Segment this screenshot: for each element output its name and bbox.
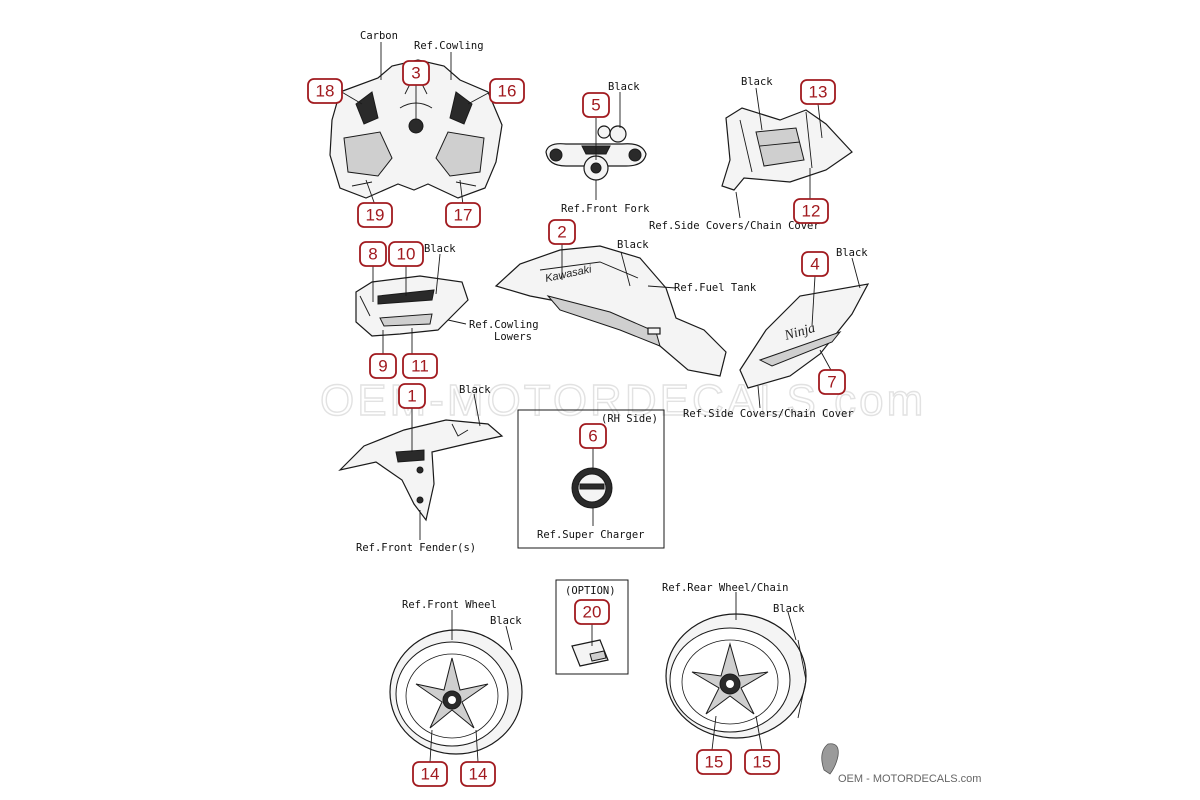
callout-badge-12: 12 [793,198,829,224]
label-ref-super-charger: Ref.Super Charger [537,529,644,541]
label-black-tank: Black [617,239,649,251]
svg-text:11: 11 [411,357,429,376]
bird-logo-icon [821,743,839,775]
callout-badge-15b: 15 [744,749,780,775]
svg-text:13: 13 [809,83,828,102]
svg-text:14: 14 [469,765,488,784]
svg-text:18: 18 [316,82,335,101]
callout-badge-8: 8 [359,241,387,267]
side-cover-part: Ninja [739,283,870,389]
label-carbon: Carbon [360,30,398,42]
svg-text:16: 16 [498,82,517,101]
svg-text:1: 1 [407,387,416,406]
rear-wheel-part [665,613,807,739]
callout-badge-2: 2 [548,219,576,245]
svg-text:3: 3 [411,64,420,83]
callout-badge-19: 19 [357,202,393,228]
callout-badge-16: 16 [489,78,525,104]
svg-text:5: 5 [591,96,600,115]
label-ref-side-covers-bottom: Ref.Side Covers/Chain Cover [683,408,854,420]
svg-text:15: 15 [705,753,724,772]
callout-badge-10: 10 [388,241,424,267]
svg-text:8: 8 [368,245,377,264]
option-frame [555,579,629,675]
callout-badge-6: 6 [579,423,607,449]
callout-badge-5: 5 [582,92,610,118]
svg-text:2: 2 [557,223,566,242]
label-ref-cowling: Ref.Cowling [414,40,484,52]
svg-text:15: 15 [753,753,772,772]
svg-text:14: 14 [421,765,440,784]
callout-badge-18: 18 [307,78,343,104]
callout-badge-9: 9 [369,353,397,379]
callout-badge-7: 7 [818,369,846,395]
svg-text:9: 9 [378,357,387,376]
callout-badge-1: 1 [398,383,426,409]
callout-badge-15a: 15 [696,749,732,775]
callout-badge-11: 11 [402,353,438,379]
svg-text:4: 4 [810,255,819,274]
footer-logo: OEM - MOTORDECALS.com [821,743,981,785]
label-black-tail: Black [741,76,773,88]
callout-badge-13: 13 [800,79,836,105]
option-decal-part [571,639,609,667]
svg-text:10: 10 [397,245,416,264]
label-black-side: Black [836,247,868,259]
front-fender-part [338,419,504,522]
svg-text:6: 6 [588,427,597,446]
label-option: (OPTION) [565,585,616,597]
label-black-lower: Black [424,243,456,255]
label-black-fork: Black [608,81,640,93]
svg-text:12: 12 [802,202,821,221]
callout-badge-3: 3 [402,60,430,86]
super-charger-frame [517,409,665,549]
lower-cowling-part [355,275,469,337]
svg-text:20: 20 [583,603,602,622]
label-black-rear-wheel: Black [773,603,805,615]
label-black-fender: Black [459,384,491,396]
front-wheel-part [389,629,523,755]
callout-badge-14a: 14 [412,761,448,787]
super-charger-part [571,467,613,509]
tail-cowl-part [721,107,853,191]
label-ref-front-wheel: Ref.Front Wheel [402,599,497,611]
label-ref-cowling-lowers-1: Ref.Cowling [469,319,539,331]
svg-text:7: 7 [827,373,836,392]
label-ref-front-fenders: Ref.Front Fender(s) [356,542,476,554]
label-ref-fuel-tank: Ref.Fuel Tank [674,282,757,294]
callout-badge-4: 4 [801,251,829,277]
upper-cowling-part [329,59,503,199]
fuel-tank-part: Kawasaki [494,245,727,377]
label-rh-side: (RH Side) [601,413,658,425]
label-ref-rear-wheel: Ref.Rear Wheel/Chain [662,582,788,594]
label-ref-front-fork: Ref.Front Fork [561,203,650,215]
label-ref-cowling-lowers-2: Lowers [494,331,532,343]
svg-text:19: 19 [366,206,385,225]
callout-badge-20: 20 [574,599,610,625]
label-black-front-wheel: Black [490,615,522,627]
label-ref-side-covers-top: Ref.Side Covers/Chain Cover [649,220,820,232]
callout-badge-17: 17 [445,202,481,228]
svg-text:17: 17 [454,206,473,225]
callout-badge-14b: 14 [460,761,496,787]
footer-watermark-text: OEM - MOTORDECALS.com [838,773,981,785]
